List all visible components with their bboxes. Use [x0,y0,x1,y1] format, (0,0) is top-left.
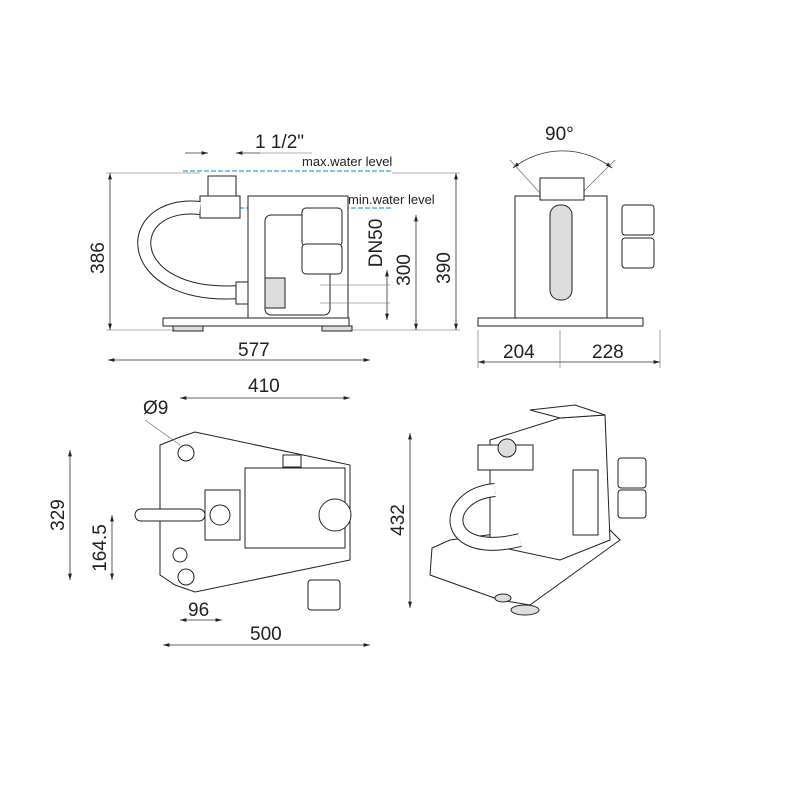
connector-box [301,207,343,247]
mounting-hole [177,444,195,462]
iso-foot [510,604,540,616]
hose-end [172,547,188,563]
outlet-port [318,498,352,532]
lug [282,454,302,468]
dim-432: 432 [388,504,409,536]
dim-410: 410 [248,376,280,397]
mounting-hole [177,568,195,586]
leader-line [144,419,181,446]
connector-box [621,237,655,269]
base-plate [162,317,350,327]
dim-228: 228 [592,342,624,363]
dim-500: 500 [250,624,282,645]
dim-204: 204 [503,342,535,363]
iso-inlet-port [497,438,517,458]
front-view: 90° 204 228 [477,124,661,368]
side-view: max.water level min.water level 386 390 … [88,132,460,362]
iso-foot [494,593,512,603]
dim-pipe-size: 1 1/2" [255,132,304,153]
hose-inner [138,201,241,299]
iso-housing-top [529,404,606,419]
min-water-level-label: min.water level [348,192,435,207]
isometric-view [429,404,647,616]
iso-hose-inner [450,484,522,550]
iso-window [572,469,599,536]
dim-390: 390 [434,252,455,284]
dim-96: 96 [188,600,209,621]
hose [134,508,206,522]
dim-329: 329 [48,499,69,531]
motor-cap [264,277,286,309]
hose [549,204,573,301]
inlet-fitting [539,177,585,201]
foot [172,325,204,332]
inlet-fitting [199,195,241,219]
dim-577: 577 [238,340,270,361]
hose-clamp [235,281,249,305]
base-plate [477,317,644,327]
connector-box [621,204,655,236]
dim-angle: 90° [545,124,574,145]
inlet-port [209,504,231,526]
plan-view: 410 Ø9 329 164.5 432 96 500 [48,376,412,647]
angle-arc [512,150,613,169]
dim-dn50: DN50 [366,219,387,268]
connector-box [301,243,343,275]
max-water-level-label: max.water level [302,154,392,169]
dim-300: 300 [394,254,415,286]
foot [321,325,353,332]
connector-box [307,579,341,611]
inlet-fitting [207,175,237,197]
dim-386: 386 [88,242,109,274]
dim-hole-diameter: Ø9 [143,398,168,419]
iso-connector-box [617,457,647,489]
dim-164-5: 164.5 [90,524,111,572]
iso-connector-box [617,489,647,519]
